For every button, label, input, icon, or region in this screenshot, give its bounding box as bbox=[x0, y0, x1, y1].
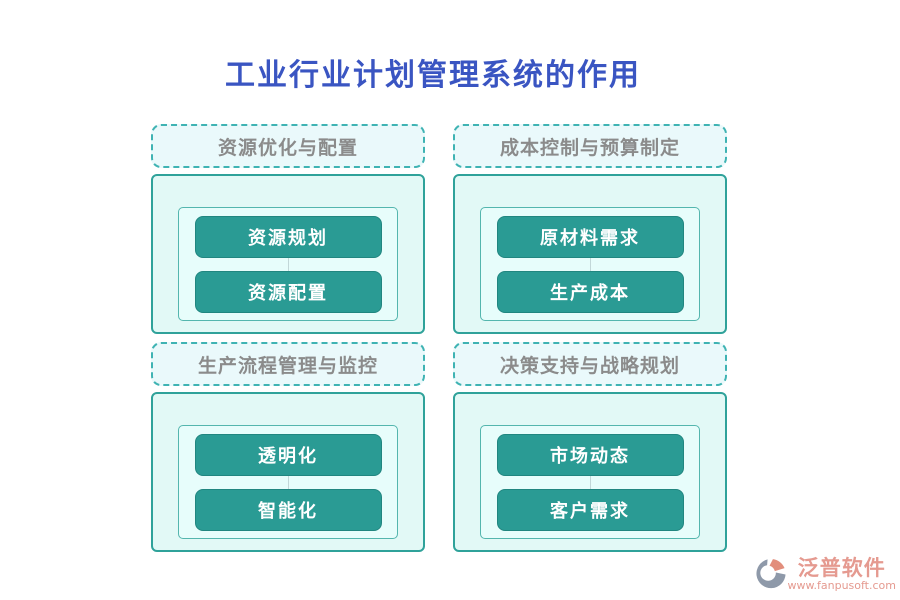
connector-line bbox=[287, 475, 289, 489]
item-pill-resource-allocation: 资源配置 bbox=[194, 270, 382, 313]
item-pill-resource-planning: 资源规划 bbox=[194, 215, 382, 258]
section-header-label: 成本控制与预算制定 bbox=[499, 136, 680, 159]
page-title: 工业行业计划管理系统的作用 bbox=[225, 58, 641, 93]
brand-watermark: 泛普软件 www.fanpusoft.com bbox=[754, 555, 896, 594]
section-resource-body: 资源规划 资源配置 bbox=[151, 174, 425, 334]
fanpu-swoosh-logo-icon bbox=[754, 557, 787, 594]
section-decision-inner-panel: 市场动态 客户需求 bbox=[480, 425, 700, 539]
section-resource: 资源优化与配置 资源规划 资源配置 bbox=[151, 124, 425, 334]
section-decision: 决策支持与战略规划 市场动态 客户需求 bbox=[453, 342, 727, 552]
section-cost-body: 原材料需求 生产成本 bbox=[453, 174, 727, 334]
section-decision-body: 市场动态 客户需求 bbox=[453, 392, 727, 552]
item-pill-intelligence: 智能化 bbox=[194, 488, 382, 531]
item-pill-raw-material-demand: 原材料需求 bbox=[496, 215, 684, 258]
connector-line bbox=[589, 475, 591, 489]
section-process-inner-panel: 透明化 智能化 bbox=[178, 425, 398, 539]
section-cost-header: 成本控制与预算制定 bbox=[453, 124, 727, 168]
brand-watermark-text: 泛普软件 www.fanpusoft.com bbox=[787, 555, 896, 593]
section-process-header: 生产流程管理与监控 bbox=[151, 342, 425, 386]
section-header-label: 生产流程管理与监控 bbox=[197, 354, 378, 377]
section-resource-header: 资源优化与配置 bbox=[151, 124, 425, 168]
section-cost: 成本控制与预算制定 原材料需求 生产成本 bbox=[453, 124, 727, 334]
item-pill-customer-demand: 客户需求 bbox=[496, 488, 684, 531]
section-decision-header: 决策支持与战略规划 bbox=[453, 342, 727, 386]
section-process-body: 透明化 智能化 bbox=[151, 392, 425, 552]
section-resource-inner-panel: 资源规划 资源配置 bbox=[178, 207, 398, 321]
connector-line bbox=[287, 257, 289, 271]
brand-name: 泛普软件 bbox=[797, 555, 886, 580]
section-header-label: 决策支持与战略规划 bbox=[499, 354, 680, 377]
section-process: 生产流程管理与监控 透明化 智能化 bbox=[151, 342, 425, 552]
section-header-label: 资源优化与配置 bbox=[217, 136, 358, 159]
item-pill-market-dynamics: 市场动态 bbox=[496, 433, 684, 476]
item-pill-production-cost: 生产成本 bbox=[496, 270, 684, 313]
brand-url: www.fanpusoft.com bbox=[787, 579, 896, 593]
item-pill-transparency: 透明化 bbox=[194, 433, 382, 476]
section-cost-inner-panel: 原材料需求 生产成本 bbox=[480, 207, 700, 321]
connector-line bbox=[589, 257, 591, 271]
